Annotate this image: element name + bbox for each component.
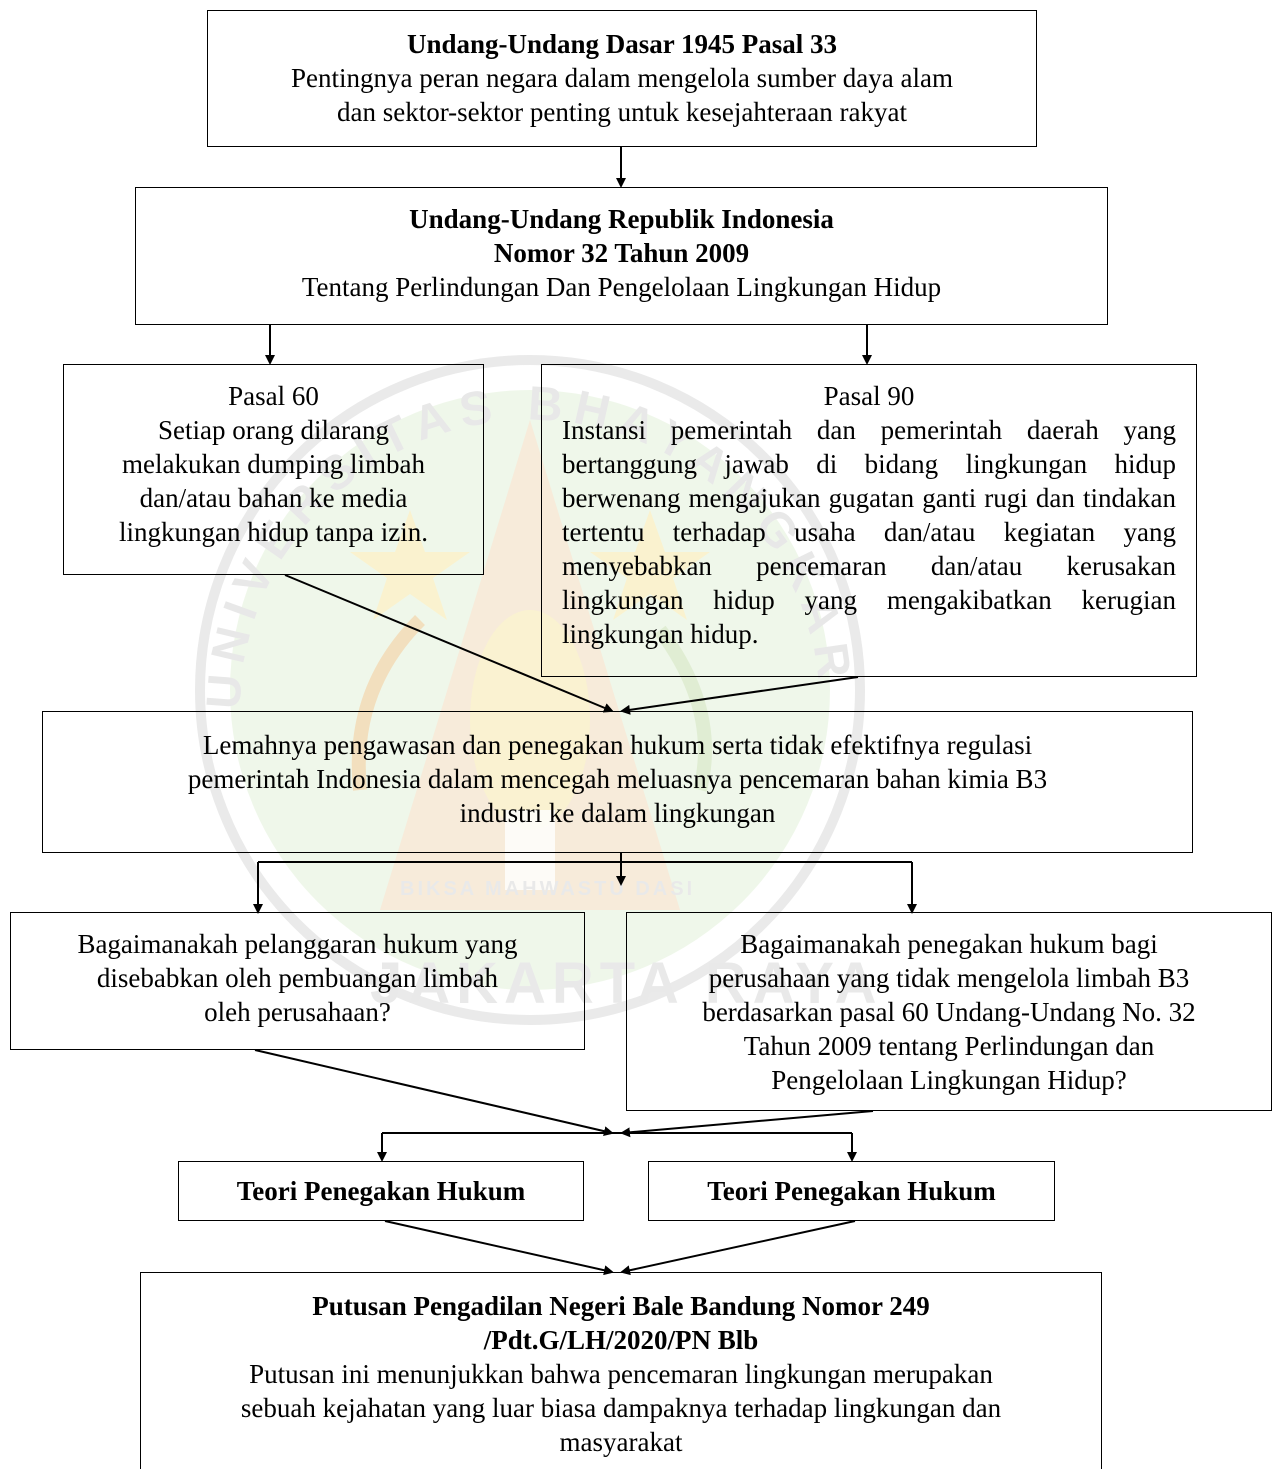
pasal-90-body: Instansi pemerintah dan pemerintah daera…: [562, 415, 1176, 649]
uud-1945-title: Undang-Undang Dasar 1945 Pasal 33: [406, 29, 838, 59]
arrow-pasal90-to-problem: [620, 676, 859, 715]
uu-32-subtitle: Tentang Perlindungan Dan Pengelolaan Lin…: [301, 272, 942, 302]
question-1-line-3: oleh perusahaan?: [204, 997, 391, 1027]
theory-left-label: Teori Penegakan Hukum: [236, 1176, 526, 1206]
question-2-line-4: Tahun 2009 tentang Perlindungan dan: [743, 1031, 1155, 1061]
pasal-60-text-line-3: dan/atau bahan ke media: [139, 483, 408, 513]
uu-32-2009-box: Undang-Undang Republik Indonesia Nomor 3…: [135, 187, 1108, 325]
decision-text-line-1: Putusan ini menunjukkan bahwa pencemaran…: [249, 1359, 993, 1389]
arrow-teori1-to-putusan: [384, 1220, 614, 1276]
uud-1945-text-line-2: dan sektor-sektor penting untuk kesejaht…: [336, 97, 907, 127]
pasal-60-text-line-2: melakukan dumping limbah: [122, 449, 425, 479]
theory-right-label: Teori Penegakan Hukum: [707, 1176, 996, 1206]
question-2-line-2: perusahaan yang tidak mengelola limbah B…: [708, 963, 1190, 993]
problem-text-line-2: pemerintah Indonesia dalam mencegah melu…: [187, 764, 1048, 794]
decision-text-line-2: sebuah kejahatan yang luar biasa dampakn…: [240, 1393, 1002, 1423]
question-1-line-2: disebabkan oleh pembuangan limbah: [96, 963, 499, 993]
uu-32-title-line-1: Undang-Undang Republik Indonesia: [409, 204, 834, 234]
pasal-60-box: Pasal 60 Setiap orang dilarang melakukan…: [63, 364, 484, 575]
research-question-1-box: Bagaimanakah pelanggaran hukum yang dise…: [10, 912, 585, 1050]
question-2-line-1: Bagaimanakah penegakan hukum bagi: [740, 929, 1158, 959]
decision-title-line-2: /Pdt.G/LH/2020/PN Blb: [483, 1325, 759, 1355]
arrow-q2-to-theory: [620, 1110, 874, 1138]
problem-statement-box: Lemahnya pengawasan dan penegakan hukum …: [42, 711, 1193, 853]
problem-text-line-1: Lemahnya pengawasan dan penegakan hukum …: [202, 730, 1033, 760]
uud-1945-text-line-1: Pentingnya peran negara dalam mengelola …: [291, 63, 953, 93]
question-1-line-1: Bagaimanakah pelanggaran hukum yang: [77, 929, 518, 959]
decision-text-line-3: masyarakat: [559, 1427, 683, 1457]
research-question-2-box: Bagaimanakah penegakan hukum bagi perusa…: [626, 912, 1272, 1111]
pasal-90-box: Pasal 90 Instansi pemerintah dan pemerin…: [541, 364, 1197, 677]
pasal-60-title: Pasal 60: [228, 381, 319, 411]
pasal-60-text-line-4: lingkungan hidup tanpa izin.: [119, 517, 428, 547]
decision-title-line-1: Putusan Pengadilan Negeri Bale Bandung N…: [312, 1291, 930, 1321]
question-2-line-5: Pengelolaan Lingkungan Hidup?: [771, 1065, 1127, 1095]
arrow-teori2-to-putusan: [620, 1220, 856, 1276]
court-decision-box: Putusan Pengadilan Negeri Bale Bandung N…: [140, 1272, 1102, 1469]
pasal-60-text-line-1: Setiap orang dilarang: [158, 415, 389, 445]
theory-box-right: Teori Penegakan Hukum: [648, 1161, 1055, 1221]
pasal-90-title: Pasal 90: [823, 381, 915, 411]
watermark-motto: BIKSA MAHWASTU DASI: [400, 878, 696, 900]
uud-1945-box: Undang-Undang Dasar 1945 Pasal 33 Pentin…: [207, 10, 1037, 147]
problem-text-line-3: industri ke dalam lingkungan: [459, 798, 776, 828]
question-2-line-3: berdasarkan pasal 60 Undang-Undang No. 3…: [702, 997, 1196, 1027]
arrow-q1-to-theory: [254, 1049, 614, 1137]
theory-box-left: Teori Penegakan Hukum: [178, 1161, 584, 1221]
uu-32-title-line-2: Nomor 32 Tahun 2009: [493, 238, 750, 268]
